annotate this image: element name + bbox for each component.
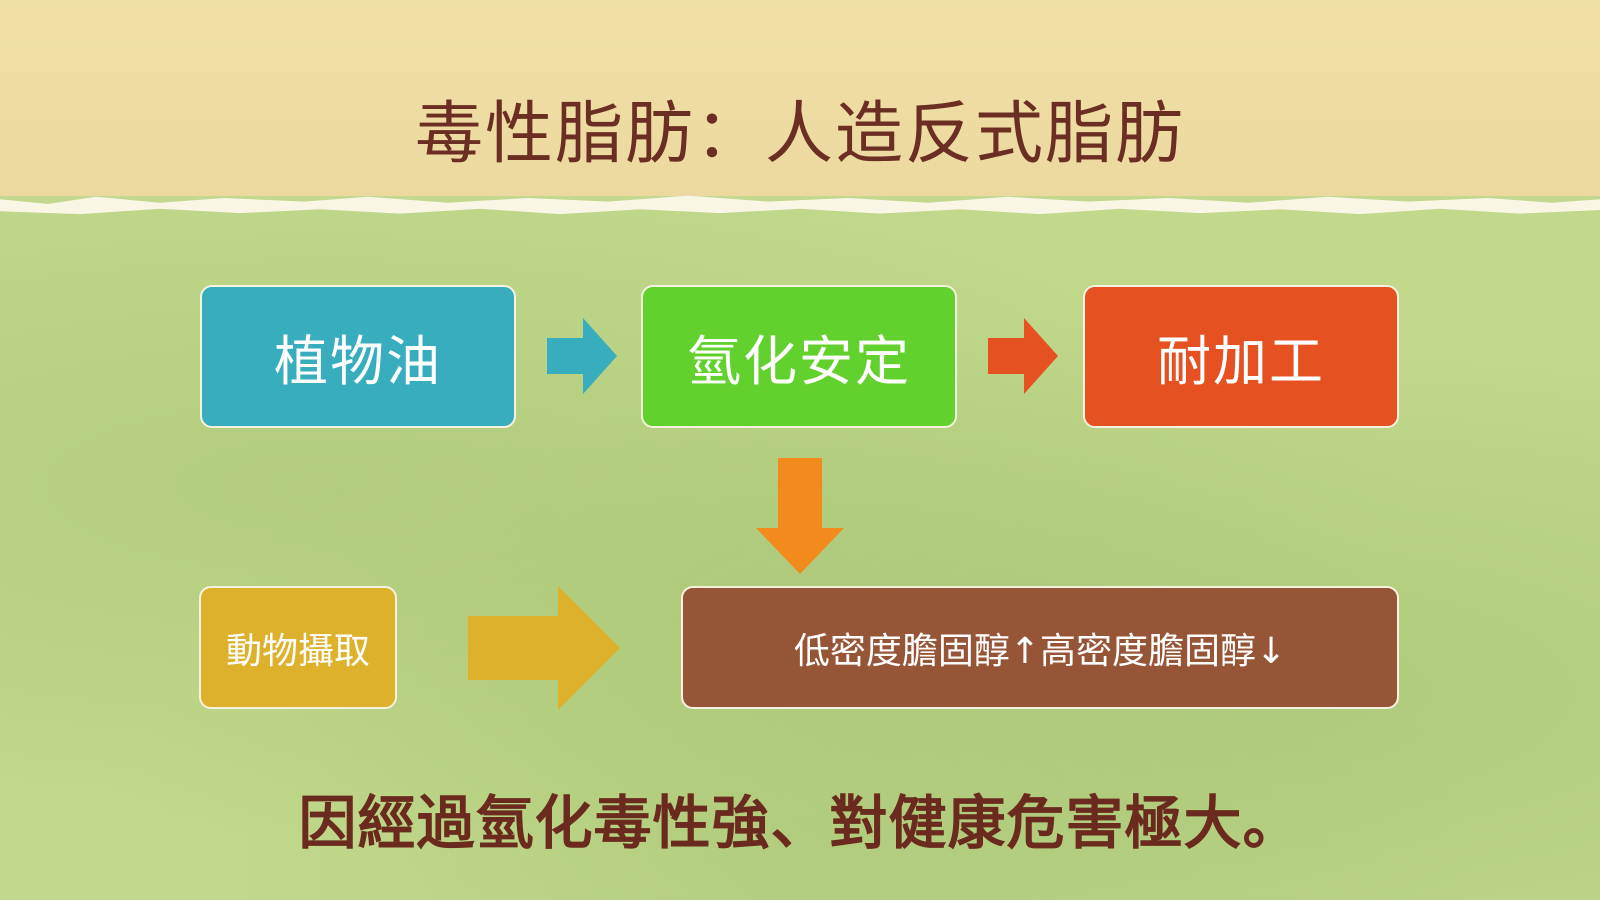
slide-title: 毒性脂肪：人造反式脂肪 — [414, 95, 1185, 174]
right-arrow-icon-yellow — [468, 586, 620, 710]
vegetable-oil-box: 植物油 — [200, 285, 516, 428]
processing-box: 耐加工 — [1083, 285, 1399, 428]
hydrogenation-box: 氫化安定 — [641, 285, 957, 428]
header-band — [0, 0, 1600, 196]
right-arrow-icon-red — [988, 318, 1058, 394]
conclusion-text: 因經過氫化毒性強、對健康危害極大。 — [298, 789, 1302, 857]
animal-intake-box: 動物攝取 — [199, 586, 397, 709]
down-arrow-icon-orange — [756, 458, 844, 574]
right-arrow-icon-blue — [547, 318, 617, 394]
cholesterol-effect-box: 低密度膽固醇↑高密度膽固醇↓ — [681, 586, 1399, 709]
torn-paper-edge — [0, 195, 1600, 215]
